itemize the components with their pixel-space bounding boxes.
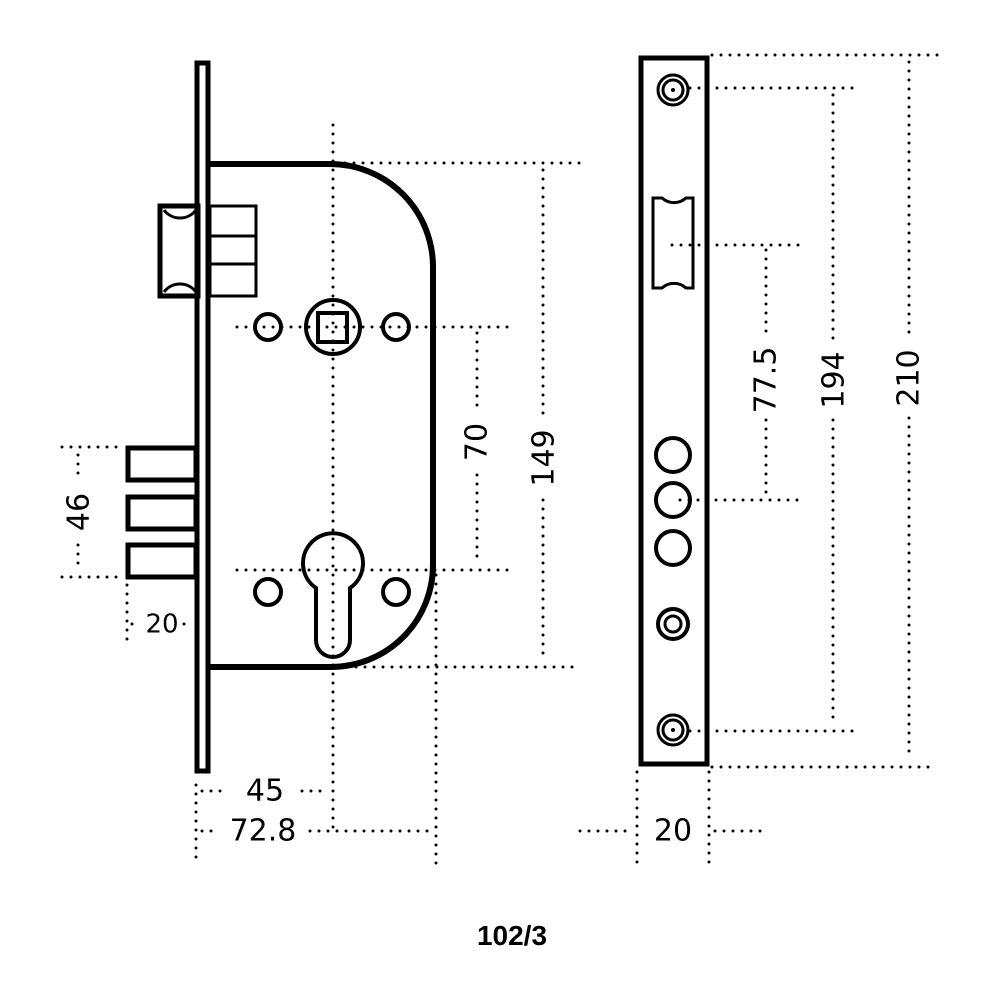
deadbolt-hole [654,529,692,567]
front-dimension-lines [578,53,942,867]
side-view: 46 20 45 72.8 70 149 [60,60,582,867]
model-caption: 102/3 [477,920,547,951]
middle-screw [656,607,690,641]
dim-case-height: 149 [527,429,562,486]
dim-latch-to-cylinder: 77.5 [749,347,784,414]
top-screw [656,73,690,107]
dim-bolt-throw: 20 [145,610,178,640]
bottom-screw [656,713,690,747]
dim-case-depth: 72.8 [230,814,297,849]
dim-bolt-span: 46 [62,493,97,531]
dim-backset: 45 [246,774,284,809]
dim-screw-spacing: 194 [817,351,852,408]
latch-bolt [157,203,258,299]
deadbolt-hole [654,481,692,519]
faceplate-side [194,60,211,774]
lock-case [209,161,436,670]
side-dimension-lines [60,123,582,867]
cylinder-hole [253,531,411,659]
dim-faceplate-width: 20 [654,814,692,849]
faceplate-front [638,55,710,767]
front-view: 77.5 194 210 20 [578,53,942,867]
dim-faceplate-height: 210 [892,349,927,406]
deadbolts [125,445,199,580]
deadbolt-hole [654,436,692,474]
dim-center-distance: 70 [460,423,495,461]
spindle-hub [253,298,411,356]
latch-opening [651,196,695,290]
